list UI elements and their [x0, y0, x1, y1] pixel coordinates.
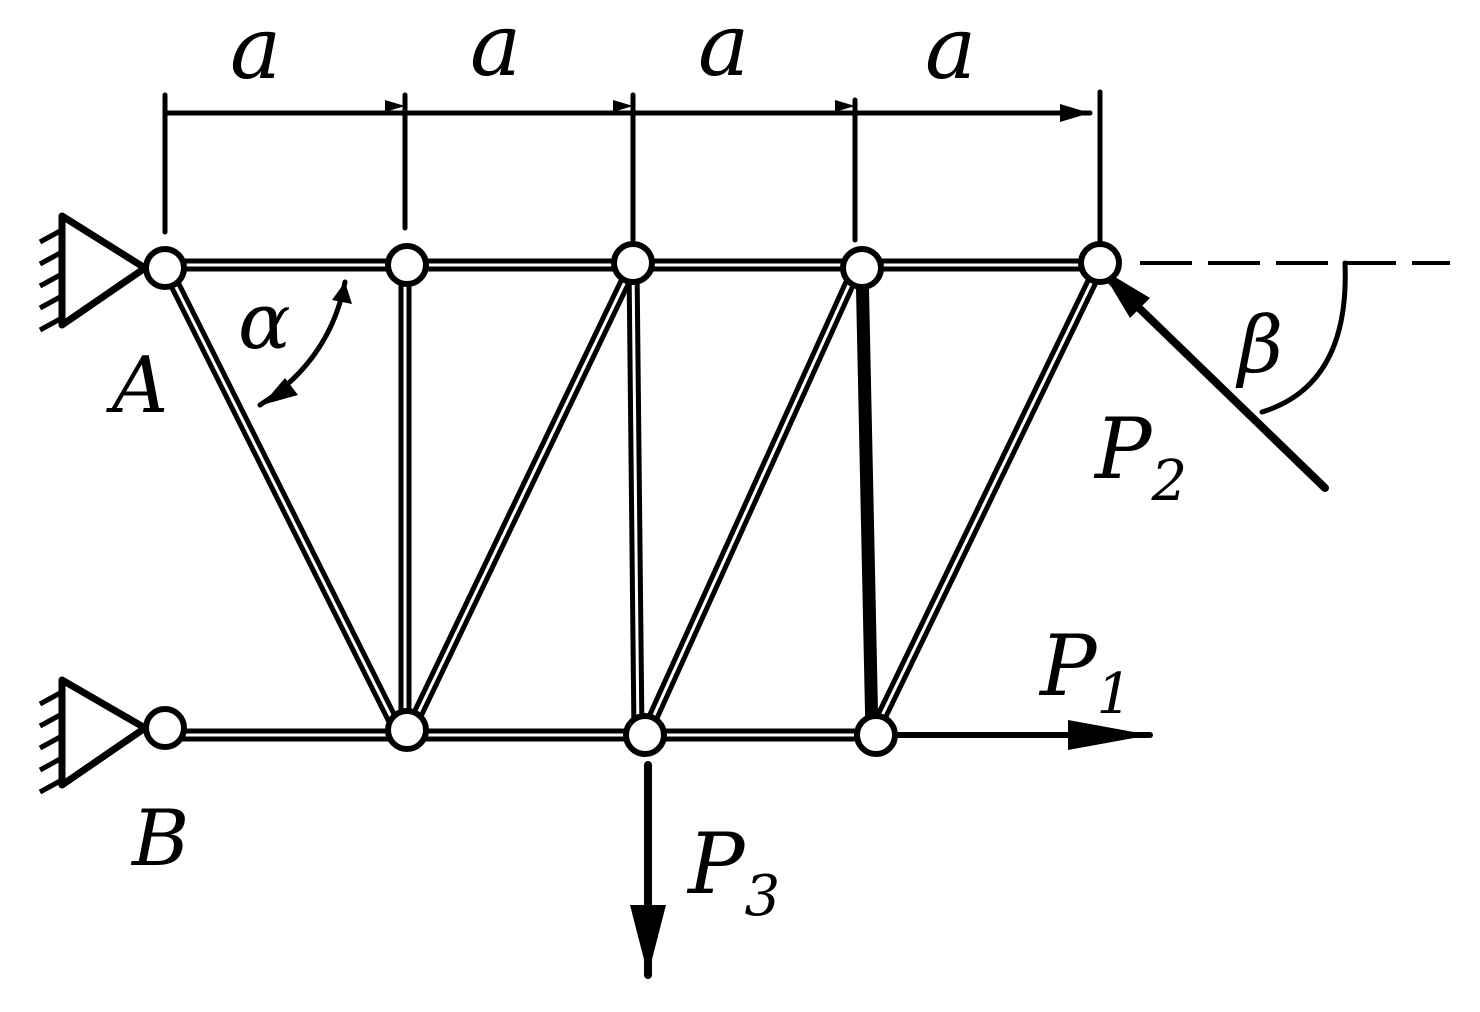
node-label-B: B	[130, 794, 189, 884]
force-label-p2: P2	[1093, 400, 1187, 514]
joint-top-2	[385, 243, 429, 287]
dimension-lines	[162, 89, 1103, 248]
node-label-A: A	[106, 341, 168, 431]
joint-bottom-2	[385, 708, 429, 752]
beta-label: β	[1235, 301, 1283, 391]
joint-A	[143, 246, 187, 290]
joint-bottom-4	[854, 713, 898, 757]
support-B	[38, 676, 149, 795]
truss-members	[158, 258, 1107, 742]
joint-B	[143, 706, 187, 750]
joint-top-4	[840, 246, 884, 290]
joint-top-5	[1078, 241, 1122, 285]
force-p2-line	[1101, 271, 1329, 492]
beta-arc	[1259, 260, 1348, 415]
support-A	[38, 212, 149, 333]
force-p3-arrowhead	[630, 905, 666, 975]
force-p1-arrowhead	[1068, 720, 1150, 750]
vertical-3	[855, 258, 879, 742]
force-label-p1: P1	[1038, 617, 1132, 727]
dimension-label-4: a	[925, 0, 976, 99]
dimension-label-1: a	[230, 0, 281, 99]
force-label-p3: P3	[686, 815, 780, 929]
alpha-label: α	[238, 277, 291, 367]
joints	[143, 241, 1122, 757]
joint-bottom-3	[623, 713, 667, 757]
dimension-label-3: a	[698, 0, 749, 96]
dimension-label-2: a	[470, 0, 521, 96]
joint-top-3	[611, 241, 655, 285]
